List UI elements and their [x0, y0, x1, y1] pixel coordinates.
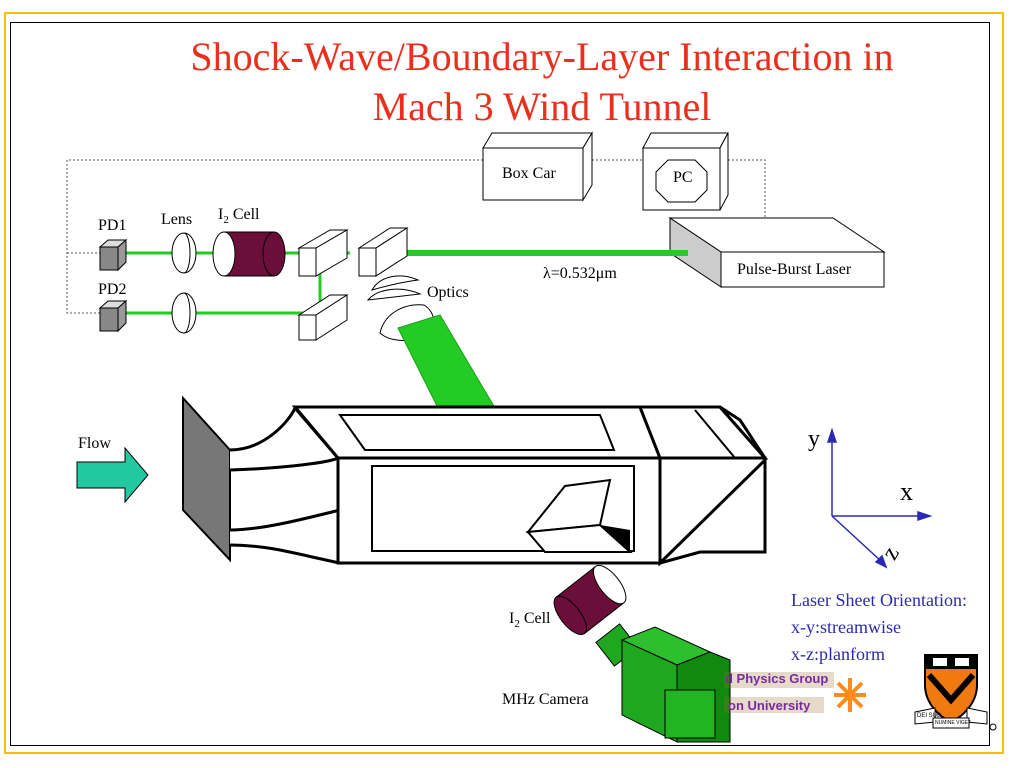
princeton-shield-icon [914, 654, 997, 731]
i2-cell-top [212, 231, 286, 277]
slide-title-line-2: Mach 3 Wind Tunnel [372, 84, 712, 129]
beam-splitter-2 [357, 227, 409, 277]
mhz-camera [595, 623, 731, 743]
logo-bar-1 [724, 672, 834, 688]
i2-cell-top-label: I2 Cell [218, 206, 260, 227]
box-car-label: Box Car [502, 165, 556, 182]
pulse-burst-laser [668, 217, 886, 288]
shield-motto-2: NUMINE VIGET [935, 720, 972, 726]
lens-label: Lens [161, 211, 193, 228]
logo-star-icon [834, 678, 866, 712]
axis-y-label: y [808, 426, 820, 452]
box-car [482, 131, 593, 202]
slide-border-inner [10, 22, 990, 746]
orientation-planform: x-z:planform [791, 644, 885, 664]
slide-title-line-1: Shock-Wave/Boundary-Layer Interaction in [190, 34, 894, 79]
flow-arrow [76, 446, 149, 504]
pc-computer [642, 132, 729, 211]
orientation-streamwise: x-y:streamwise [791, 617, 901, 637]
logo-text-university: on University [728, 698, 811, 713]
ramp-model [525, 478, 633, 553]
logo-text-group: d Physics Group [725, 671, 829, 686]
axis-x-label: x [900, 477, 913, 506]
pc-label: PC [673, 169, 693, 186]
coordinate-axes [826, 427, 933, 569]
shield-motto-1: DEI SUB [917, 713, 942, 719]
mirror-lower [297, 294, 349, 341]
flow-label: Flow [78, 435, 111, 452]
pd2-label: PD2 [98, 281, 127, 298]
i2-cell-bottom [553, 564, 627, 636]
slide-border-outer [4, 12, 1004, 754]
wavelength-label: λ=0.532μm [543, 265, 617, 282]
lens-1 [171, 232, 197, 274]
signal-wires [66, 159, 766, 314]
orientation-heading: Laser Sheet Orientation: [791, 590, 967, 610]
optics-label: Optics [427, 284, 469, 301]
photodiode-2 [98, 299, 128, 333]
photodiode-1 [98, 238, 128, 272]
i2-cell-bottom-label: I2 Cell [509, 610, 551, 631]
pulse-burst-laser-label: Pulse-Burst Laser [737, 261, 852, 278]
mhz-camera-label: MHz Camera [502, 691, 589, 708]
lens-2 [171, 292, 197, 334]
pd1-label: PD1 [98, 217, 127, 234]
logo-bar-2 [724, 697, 824, 713]
beam-splitter-1 [297, 229, 349, 277]
wind-tunnel [182, 395, 769, 567]
